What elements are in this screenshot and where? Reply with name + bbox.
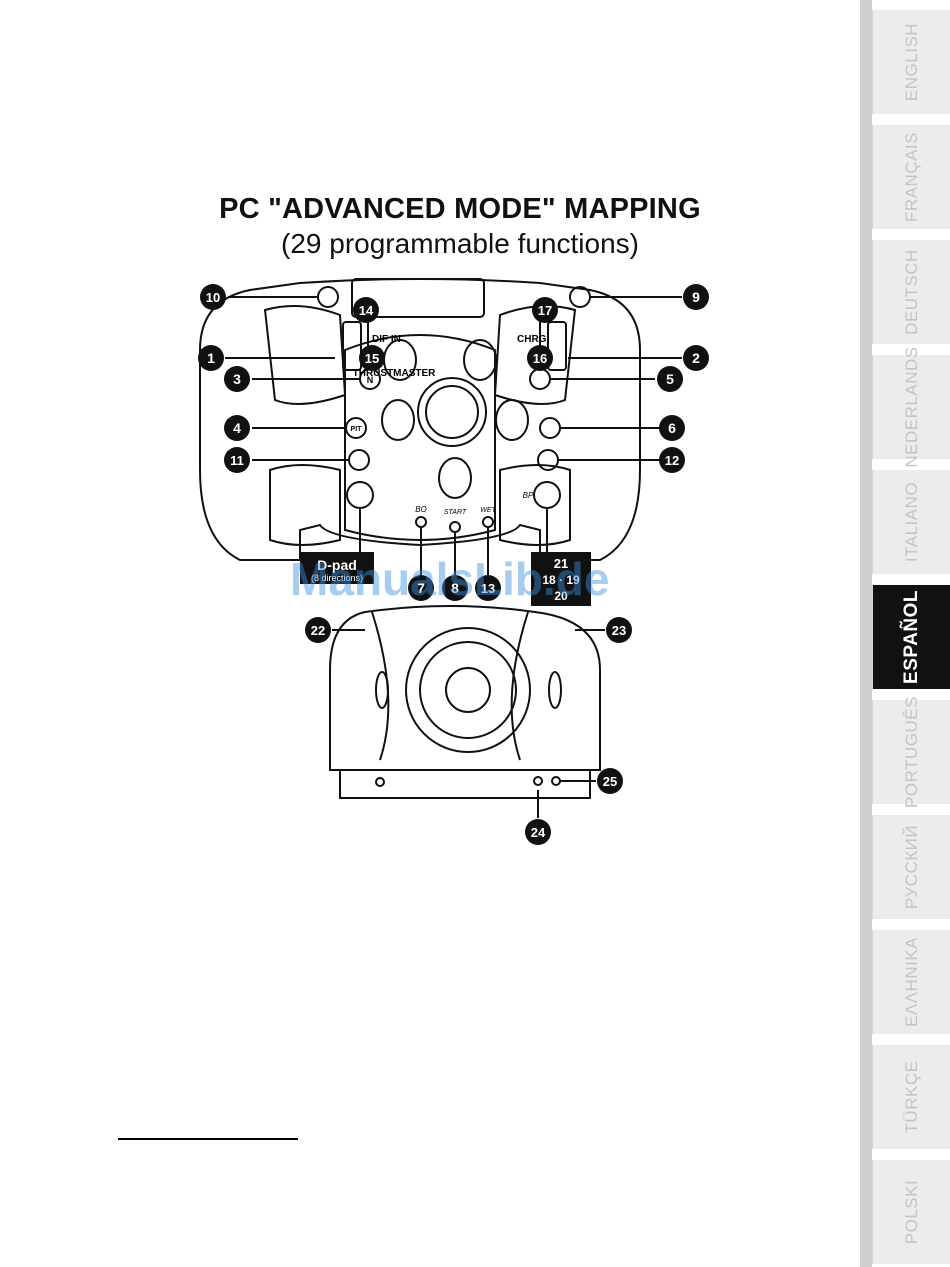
callout-number-9: 9 <box>692 289 700 305</box>
callout-number-4: 4 <box>233 420 241 436</box>
tab-label: TÜRKÇE <box>902 1061 922 1134</box>
callout-number-10: 10 <box>206 290 220 305</box>
callout-number-11: 11 <box>230 453 244 468</box>
tab-türkçe[interactable]: TÜRKÇE <box>872 1045 950 1149</box>
tab-label: ΕΛΛΗΝΙΚΑ <box>902 937 922 1027</box>
tab-strip <box>860 0 872 1267</box>
callout-number-1: 1 <box>207 350 215 366</box>
bo-label: BO <box>415 505 427 514</box>
tab-português[interactable]: PORTUGUÊS <box>872 700 950 804</box>
tab-english[interactable]: ENGLISH <box>872 10 950 114</box>
callout-number-23: 23 <box>612 623 626 638</box>
button-n-label: N <box>367 375 374 385</box>
tab-label: ITALIANO <box>902 482 922 562</box>
chrg-label: CHRG <box>517 334 547 345</box>
brand-label: THRUSTMASTER <box>353 368 437 379</box>
watermark: ManualsLib.de <box>290 552 609 606</box>
tab-label: ESPAÑOL <box>901 590 923 684</box>
tab-label: ENGLISH <box>902 23 922 101</box>
callout-number-17: 17 <box>538 303 552 318</box>
callout-number-24: 24 <box>531 825 546 840</box>
tab-label: PORTUGUÊS <box>902 696 922 808</box>
button-pit-label: PIT <box>351 426 363 433</box>
tab-nederlands[interactable]: NEDERLANDS <box>872 355 950 459</box>
tab-русский[interactable]: РУССКИЙ <box>872 815 950 919</box>
callout-number-2: 2 <box>692 350 700 366</box>
callout-number-25: 25 <box>603 774 617 789</box>
tab-label: РУССКИЙ <box>902 825 922 909</box>
callout-number-6: 6 <box>668 420 676 436</box>
tab-label: DEUTSCH <box>902 249 922 335</box>
wet-label: WET <box>480 507 496 514</box>
tab-ελληνικα[interactable]: ΕΛΛΗΝΙΚΑ <box>872 930 950 1034</box>
callout-number-12: 12 <box>665 453 679 468</box>
tab-label: NEDERLANDS <box>902 346 922 467</box>
tab-polski[interactable]: POLSKI <box>872 1160 950 1264</box>
tab-label: FRANÇAIS <box>902 132 922 222</box>
tab-français[interactable]: FRANÇAIS <box>872 125 950 229</box>
callout-number-3: 3 <box>233 371 241 387</box>
language-tabs: ENGLISH FRANÇAIS DEUTSCH NEDERLANDS ITALIANO… <box>860 0 950 1267</box>
tab-deutsch[interactable]: DEUTSCH <box>872 240 950 344</box>
callout-number-14: 14 <box>359 303 374 318</box>
callout-number-16: 16 <box>533 351 547 366</box>
tab-español[interactable]: ESPAÑOL <box>872 585 950 689</box>
start-label: START <box>444 509 467 516</box>
footnote-rule <box>118 1138 298 1140</box>
callout-number-5: 5 <box>666 371 674 387</box>
tab-italiano[interactable]: ITALIANO <box>872 470 950 574</box>
callout-number-15: 15 <box>365 351 379 366</box>
wheel-diagram: THRUSTMASTER DIF IN CHRG BO START WET BP… <box>0 0 860 900</box>
tab-label: POLSKI <box>902 1180 922 1244</box>
bp-label: BP <box>523 491 534 500</box>
dif-in-label: DIF IN <box>372 334 401 345</box>
callout-number-22: 22 <box>311 623 325 638</box>
